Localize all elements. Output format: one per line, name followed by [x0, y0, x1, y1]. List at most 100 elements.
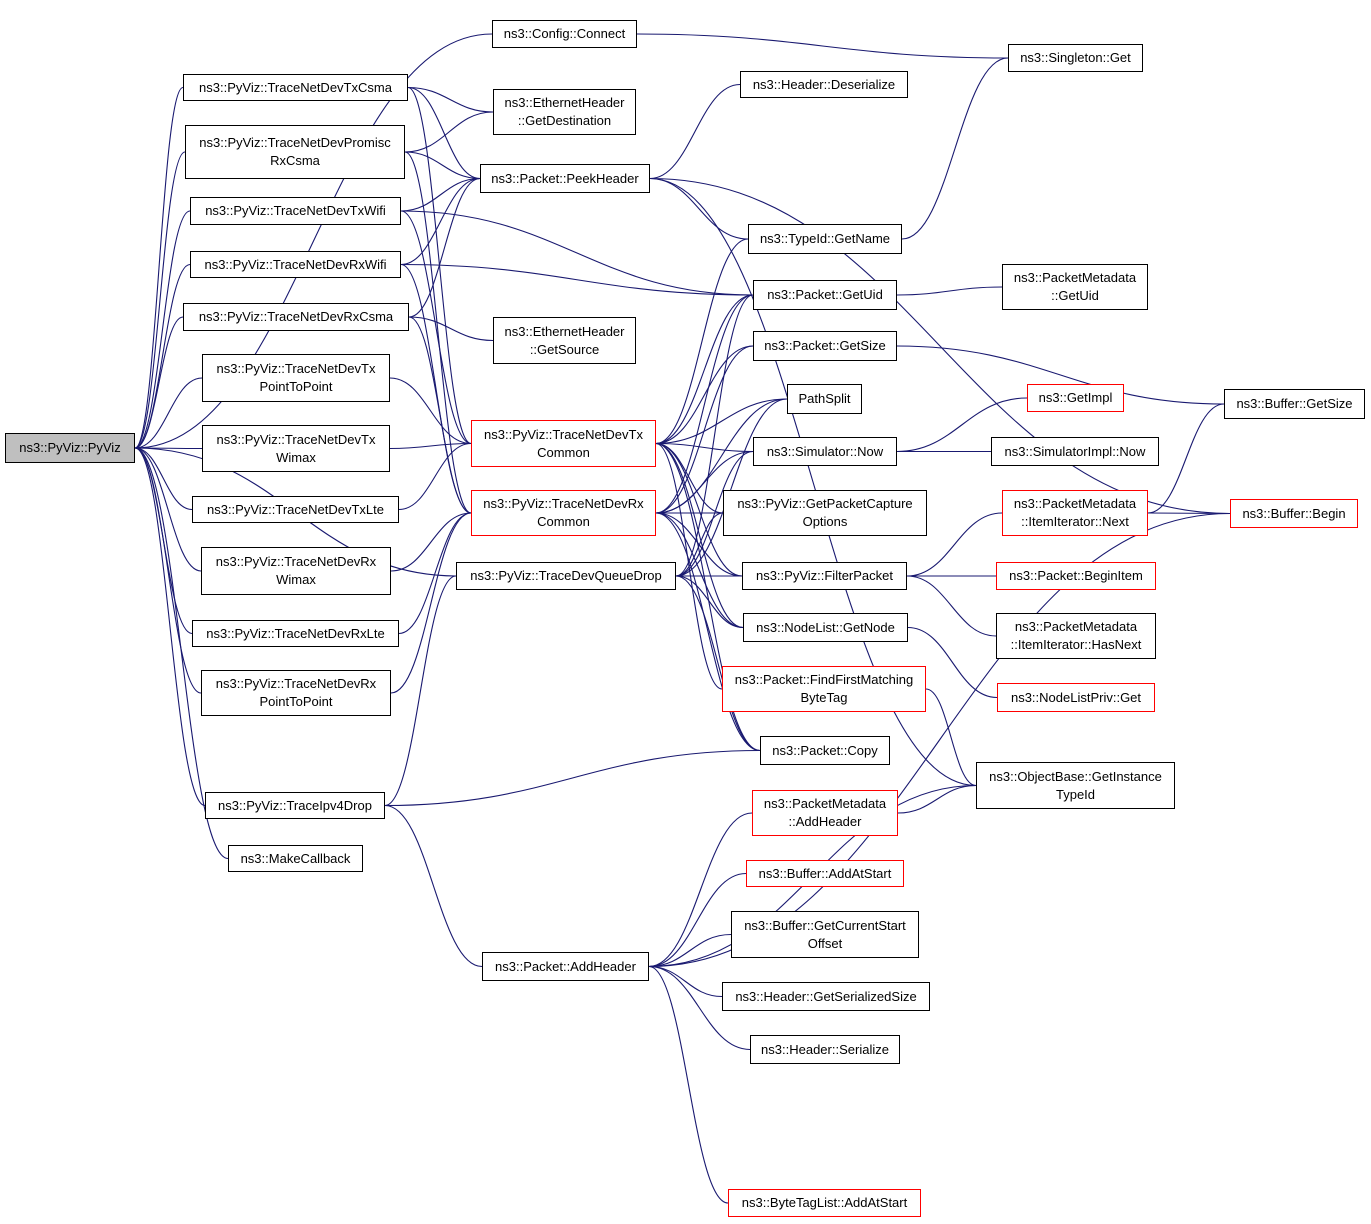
- node-pm-ii-next[interactable]: ns3::PacketMetadata ::ItemIterator::Next: [1002, 490, 1148, 536]
- edge-tx-common-to-nodelist-getnode: [655, 442, 744, 629]
- edge-ipv4-drop-to-dev-queue-drop: [384, 575, 457, 807]
- node-peek-header[interactable]: ns3::Packet::PeekHeader: [480, 164, 650, 193]
- edge-sim-now-to-getimpl: [896, 397, 1028, 453]
- node-packet-getuid[interactable]: ns3::Packet::GetUid: [753, 280, 897, 310]
- node-buffer-getsize[interactable]: ns3::Buffer::GetSize: [1224, 389, 1365, 419]
- node-root: ns3::PyViz::PyViz: [5, 433, 135, 463]
- edge-rx-common-to-packet-getuid: [655, 294, 754, 514]
- node-sim-now[interactable]: ns3::Simulator::Now: [753, 437, 897, 466]
- edge-tx-wifi-to-peek-header: [400, 177, 481, 212]
- edge-rx-wifi-to-packet-getuid: [400, 263, 754, 296]
- edge-root-to-promisc-rx-csma: [134, 151, 186, 449]
- edge-packet-addheader-to-header-serialize: [648, 965, 751, 1051]
- edge-tx-wifi-to-packet-getuid: [400, 210, 754, 296]
- node-dev-queue-drop[interactable]: ns3::PyViz::TraceDevQueueDrop: [456, 562, 676, 590]
- edge-rx-p2p-to-rx-common: [390, 512, 472, 694]
- node-getimpl[interactable]: ns3::GetImpl: [1027, 384, 1124, 412]
- node-buffer-addatstart[interactable]: ns3::Buffer::AddAtStart: [746, 860, 904, 887]
- node-header-getsersize[interactable]: ns3::Header::GetSerializedSize: [722, 982, 930, 1011]
- node-buffer-begin[interactable]: ns3::Buffer::Begin: [1230, 499, 1358, 528]
- edge-tx-common-to-packet-getsize: [655, 345, 754, 445]
- node-packet-getsize[interactable]: ns3::Packet::GetSize: [753, 331, 897, 361]
- edge-packet-addheader-to-buffer-getcurstart: [648, 933, 732, 968]
- edge-tx-common-to-pathsplit: [655, 398, 788, 445]
- edge-tx-lte-to-tx-common: [398, 442, 472, 511]
- node-packet-copy[interactable]: ns3::Packet::Copy: [760, 736, 890, 765]
- node-pm-ii-hasnext[interactable]: ns3::PacketMetadata ::ItemIterator::HasN…: [996, 613, 1156, 659]
- edge-tx-common-to-filter-packet: [655, 442, 743, 577]
- node-singleton-get[interactable]: ns3::Singleton::Get: [1008, 44, 1143, 72]
- edge-typeid-getname-to-singleton-get: [901, 57, 1009, 240]
- node-rx-csma[interactable]: ns3::PyViz::TraceNetDevRxCsma: [183, 303, 409, 331]
- node-header-serialize[interactable]: ns3::Header::Serialize: [750, 1035, 900, 1064]
- edge-root-to-make-callback: [134, 447, 229, 860]
- node-rx-wimax[interactable]: ns3::PyViz::TraceNetDevRx Wimax: [201, 547, 391, 595]
- node-simimpl-now[interactable]: ns3::SimulatorImpl::Now: [991, 437, 1159, 466]
- edge-root-to-rx-csma: [134, 316, 184, 449]
- edge-tx-common-to-packet-copy: [655, 442, 761, 752]
- node-buffer-getcurstart[interactable]: ns3::Buffer::GetCurrentStart Offset: [731, 911, 919, 958]
- edge-dev-queue-drop-to-packet-copy: [675, 575, 761, 752]
- node-find-first-bytetag[interactable]: ns3::Packet::FindFirstMatching ByteTag: [722, 666, 926, 712]
- edge-rx-common-to-nodelist-getnode: [655, 512, 744, 629]
- edge-tx-common-to-sim-now: [655, 442, 754, 453]
- edge-rx-wimax-to-rx-common: [390, 512, 472, 572]
- node-packet-beginitem[interactable]: ns3::Packet::BeginItem: [996, 562, 1156, 590]
- edge-rx-csma-to-peek-header: [408, 177, 481, 318]
- edge-rx-common-to-packet-getsize: [655, 345, 754, 514]
- edge-rx-csma-to-eth-getsource: [408, 316, 494, 342]
- node-rx-wifi[interactable]: ns3::PyViz::TraceNetDevRxWifi: [190, 251, 401, 278]
- node-eth-getsource[interactable]: ns3::EthernetHeader ::GetSource: [493, 317, 636, 364]
- node-nodelist-getnode[interactable]: ns3::NodeList::GetNode: [743, 613, 908, 642]
- node-pathsplit[interactable]: PathSplit: [787, 384, 862, 414]
- edge-filter-packet-to-pm-ii-hasnext: [906, 575, 997, 637]
- node-tx-csma[interactable]: ns3::PyViz::TraceNetDevTxCsma: [183, 74, 408, 101]
- node-rx-lte[interactable]: ns3::PyViz::TraceNetDevRxLte: [192, 620, 399, 647]
- edge-rx-csma-to-rx-common: [408, 316, 472, 514]
- node-get-capture-opts[interactable]: ns3::PyViz::GetPacketCapture Options: [723, 490, 927, 536]
- edge-tx-csma-to-eth-getdest: [407, 86, 494, 113]
- edge-tx-p2p-to-tx-common: [389, 377, 472, 445]
- node-config-connect[interactable]: ns3::Config::Connect: [492, 20, 637, 48]
- edge-peek-header-to-header-deser: [649, 83, 741, 180]
- node-tx-p2p[interactable]: ns3::PyViz::TraceNetDevTx PointToPoint: [202, 354, 390, 402]
- edge-promisc-rx-csma-to-rx-common: [404, 151, 472, 514]
- node-packet-addheader[interactable]: ns3::Packet::AddHeader: [482, 952, 649, 981]
- node-rx-p2p[interactable]: ns3::PyViz::TraceNetDevRx PointToPoint: [201, 670, 391, 716]
- edge-tx-common-to-typeid-getname: [655, 238, 749, 445]
- node-typeid-getname[interactable]: ns3::TypeId::GetName: [748, 224, 902, 254]
- node-header-deser[interactable]: ns3::Header::Deserialize: [740, 71, 908, 98]
- node-rx-common[interactable]: ns3::PyViz::TraceNetDevRx Common: [471, 490, 656, 536]
- edge-tx-wimax-to-tx-common: [389, 442, 472, 450]
- node-pm-getuid[interactable]: ns3::PacketMetadata ::GetUid: [1002, 264, 1148, 310]
- node-ob-get-instance-typeid[interactable]: ns3::ObjectBase::GetInstance TypeId: [976, 762, 1175, 809]
- node-promisc-rx-csma[interactable]: ns3::PyViz::TraceNetDevPromisc RxCsma: [185, 125, 405, 179]
- edge-pm-ii-next-to-buffer-getsize: [1147, 403, 1225, 514]
- node-eth-getdest[interactable]: ns3::EthernetHeader ::GetDestination: [493, 89, 636, 135]
- node-ipv4-drop[interactable]: ns3::PyViz::TraceIpv4Drop: [205, 792, 385, 819]
- node-tx-lte[interactable]: ns3::PyViz::TraceNetDevTxLte: [192, 496, 399, 523]
- edge-root-to-rx-p2p: [134, 447, 202, 694]
- node-bytetaglist-addatstart[interactable]: ns3::ByteTagList::AddAtStart: [728, 1189, 921, 1217]
- node-tx-wifi[interactable]: ns3::PyViz::TraceNetDevTxWifi: [190, 197, 401, 225]
- edge-tx-csma-to-peek-header: [407, 86, 481, 180]
- edge-tx-common-to-packet-getuid: [655, 294, 754, 445]
- edge-packet-addheader-to-pm-addheader: [648, 812, 753, 968]
- edge-root-to-rx-wifi: [134, 263, 191, 449]
- node-filter-packet[interactable]: ns3::PyViz::FilterPacket: [742, 562, 907, 590]
- node-tx-common[interactable]: ns3::PyViz::TraceNetDevTx Common: [471, 420, 656, 467]
- edge-ipv4-drop-to-packet-copy: [384, 749, 761, 807]
- edge-rx-common-to-sim-now: [655, 450, 754, 514]
- node-nodelistpriv-get[interactable]: ns3::NodeListPriv::Get: [997, 683, 1155, 712]
- node-pm-addheader[interactable]: ns3::PacketMetadata ::AddHeader: [752, 790, 898, 836]
- node-make-callback[interactable]: ns3::MakeCallback: [228, 845, 363, 872]
- edge-dev-queue-drop-to-sim-now: [675, 450, 754, 577]
- edge-rx-wifi-to-peek-header: [400, 177, 481, 266]
- edge-promisc-rx-csma-to-peek-header: [404, 151, 481, 180]
- edge-dev-queue-drop-to-pathsplit: [675, 398, 788, 577]
- edge-find-first-bytetag-to-ob-get-instance-typeid: [925, 688, 977, 787]
- node-tx-wimax[interactable]: ns3::PyViz::TraceNetDevTx Wimax: [202, 425, 390, 472]
- edge-tx-wifi-to-tx-common: [400, 210, 472, 445]
